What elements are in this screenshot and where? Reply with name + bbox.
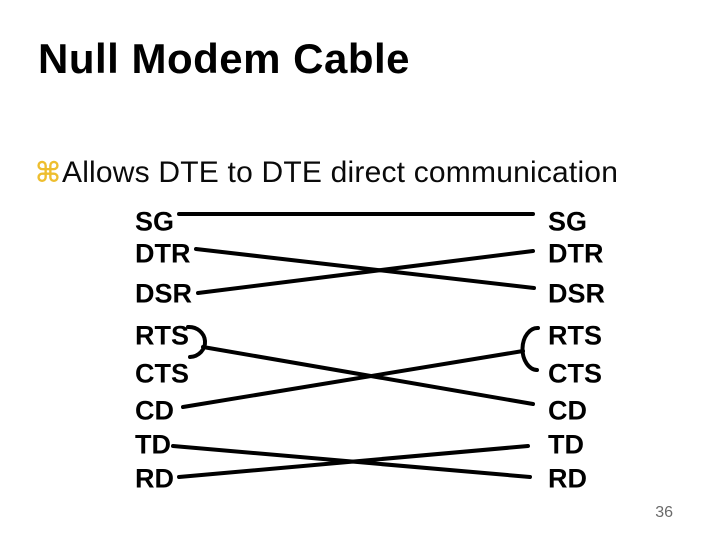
pin-label-right-sg: SG	[548, 206, 588, 237]
wire-dtr-to-dsr	[194, 247, 536, 290]
pin-label-right-td: TD	[548, 429, 584, 460]
loopback-arc-right-rts-cts	[520, 325, 540, 372]
slide-title: Null Modem Cable	[38, 35, 411, 82]
wire-cd-to-rts-cts	[181, 349, 525, 409]
wire-rts-cts-to-cd	[201, 345, 535, 406]
pin-label-left-rd: RD	[135, 463, 174, 494]
wire-rd-to-td	[177, 444, 530, 479]
pin-label-right-dtr: DTR	[548, 238, 604, 269]
pin-label-right-cts: CTS	[548, 358, 602, 389]
pin-label-right-rts: RTS	[548, 320, 602, 351]
bullet-text: Allows DTE to DTE direct communication	[61, 156, 619, 189]
pin-label-left-rts: RTS	[135, 320, 189, 351]
pin-label-right-cd: CD	[548, 395, 587, 426]
wire-dsr-to-dtr	[196, 249, 535, 295]
pin-label-left-sg: SG	[135, 206, 175, 237]
page-number: 36	[655, 504, 673, 521]
loopback-arc-left-rts-cts	[186, 324, 207, 359]
pin-label-left-dtr: DTR	[135, 238, 191, 269]
pin-label-right-dsr: DSR	[548, 278, 606, 309]
pin-label-right-rd: RD	[548, 463, 587, 494]
command-bullet-icon: ⌘	[35, 156, 61, 189]
pin-label-left-cts: CTS	[135, 358, 189, 389]
pin-label-left-td: TD	[135, 429, 171, 460]
wire-td-to-rd	[171, 444, 532, 479]
pin-label-left-dsr: DSR	[135, 278, 193, 309]
pin-label-left-cd: CD	[135, 395, 174, 426]
bullet-line: ⌘ Allows DTE to DTE direct communication	[35, 156, 618, 189]
